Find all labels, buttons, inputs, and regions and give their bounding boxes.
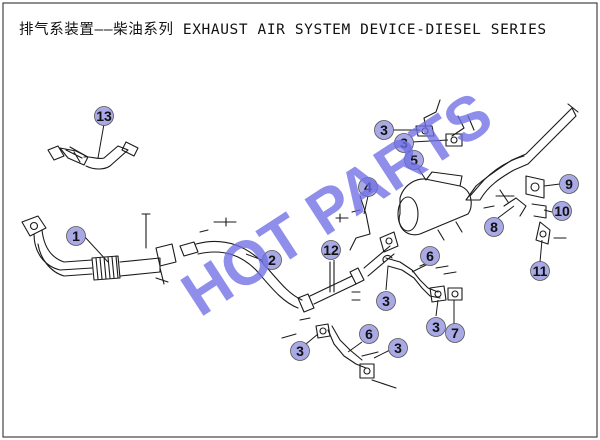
leader-lines	[83, 123, 561, 359]
callout-5: 5	[404, 150, 424, 170]
callout-6: 6	[359, 324, 379, 344]
part-5-muffler	[363, 103, 579, 277]
parts-drawing	[21, 99, 579, 389]
callout-3: 3	[376, 291, 396, 311]
callout-3: 3	[394, 133, 414, 153]
callout-1: 1	[66, 226, 86, 246]
callout-label: 3	[400, 135, 408, 151]
callout-3: 3	[374, 120, 394, 140]
callout-label: 12	[323, 242, 339, 258]
page-title: 排气系装置——柴油系列 EXHAUST AIR SYSTEM DEVICE-DI…	[19, 22, 547, 38]
callout-label: 10	[554, 203, 570, 219]
callout-label: 4	[364, 179, 372, 195]
callout-label: 8	[490, 219, 498, 235]
callout-8: 8	[484, 217, 504, 237]
callout-label: 1	[72, 228, 80, 244]
callout-label: 6	[365, 326, 373, 342]
callout-11: 11	[530, 261, 550, 281]
part-12-rear-pipe	[309, 261, 365, 305]
part-7-rubber-mount	[429, 285, 463, 303]
callout-13: 13	[94, 106, 114, 126]
part-3-upper-hangers	[415, 99, 475, 147]
callout-label: 2	[268, 252, 276, 268]
callout-label: 3	[296, 343, 304, 359]
callout-label: 3	[394, 340, 402, 356]
callout-label: 3	[432, 319, 440, 335]
callout-label: 11	[533, 263, 548, 279]
callout-label: 9	[565, 176, 573, 192]
part-2-intermediate-pipe	[179, 217, 315, 313]
callout-label: 6	[426, 248, 434, 264]
callout-2: 2	[262, 250, 282, 270]
callout-3: 3	[426, 317, 446, 337]
callout-6: 6	[420, 246, 440, 266]
callout-9: 9	[559, 174, 579, 194]
callout-label: 5	[410, 152, 418, 168]
callout-3: 3	[290, 341, 310, 361]
callout-label: 3	[380, 122, 388, 138]
parts-8-11-rear-hangers	[483, 175, 567, 245]
callout-label: 7	[451, 325, 459, 341]
part-6-lower-hanger	[281, 317, 397, 389]
part-1-front-pipe	[21, 213, 177, 285]
part-4-bracket	[335, 195, 371, 251]
callout-7: 7	[445, 323, 465, 343]
watermark-text: HOT PARTS	[170, 79, 504, 329]
part-13-catalytic-pipe	[47, 141, 139, 170]
callout-label: 13	[96, 108, 112, 124]
callout-3: 3	[388, 338, 408, 358]
callout-10: 10	[552, 201, 572, 221]
callout-label: 3	[382, 293, 390, 309]
callout-12: 12	[321, 240, 341, 260]
callout-4: 4	[358, 177, 378, 197]
